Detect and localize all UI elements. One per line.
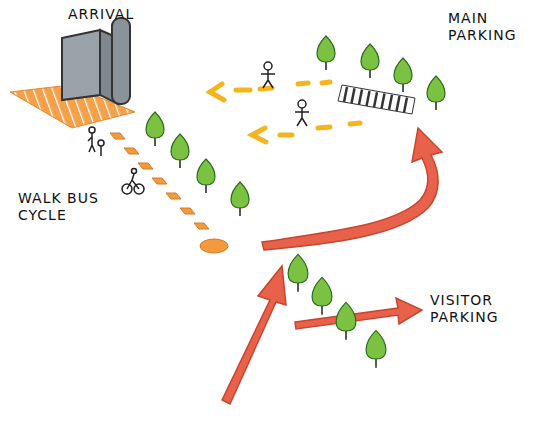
crossing-stripe (367, 91, 370, 106)
tree-crown (394, 58, 412, 84)
trees (146, 36, 445, 368)
tree (427, 76, 445, 110)
crossing-stripe (389, 95, 392, 110)
visitor-parking-label: VISITOR PARKING (430, 292, 540, 326)
tree-crown (317, 36, 335, 62)
arrival-label: ARRIVAL (68, 6, 178, 23)
path-dash (166, 193, 181, 199)
tree (361, 44, 379, 78)
tree (231, 182, 249, 216)
walk-bus-cycle-label: WALK BUS CYCLE (18, 190, 100, 224)
tree-crown (171, 134, 189, 160)
tree (317, 36, 335, 70)
tree-crown (336, 302, 356, 331)
vehicle-arrows (222, 128, 442, 404)
path-dash (138, 163, 153, 169)
tree (171, 134, 189, 168)
crossing-stripe (374, 92, 377, 107)
tree (288, 254, 308, 291)
walk-bus-cycle-figures (88, 127, 144, 194)
walk-path (110, 133, 209, 229)
pedestrian-figures (261, 62, 309, 126)
arrival-building (62, 18, 130, 104)
tree-crown (197, 159, 215, 185)
pedestrian-route (210, 82, 360, 142)
tree-crown (146, 112, 164, 138)
tree (336, 302, 356, 339)
tree-crown (312, 277, 332, 306)
tree-crown (366, 330, 386, 359)
tree (146, 112, 164, 146)
path-dash (152, 178, 167, 184)
tree-crown (231, 182, 249, 208)
path-dash (110, 133, 125, 139)
tree-crown (288, 254, 308, 283)
crossing-stripes (344, 87, 407, 112)
path-dash (124, 148, 139, 154)
tree (197, 159, 215, 193)
crossing-stripe (404, 97, 407, 112)
tree (394, 58, 412, 92)
crossing-stripe (382, 94, 385, 109)
tree (312, 277, 332, 314)
crossing-stripe (397, 96, 400, 111)
path-end (200, 239, 228, 253)
crossing-stripe (352, 88, 355, 103)
main-parking-label: MAIN PARKING (448, 10, 540, 44)
crossing-stripe (359, 90, 362, 105)
path-dash (194, 223, 209, 229)
path-dash (180, 208, 195, 214)
tree-crown (361, 44, 379, 70)
tree-crown (427, 76, 445, 102)
tree (366, 330, 386, 367)
crossing-stripe (344, 87, 347, 102)
